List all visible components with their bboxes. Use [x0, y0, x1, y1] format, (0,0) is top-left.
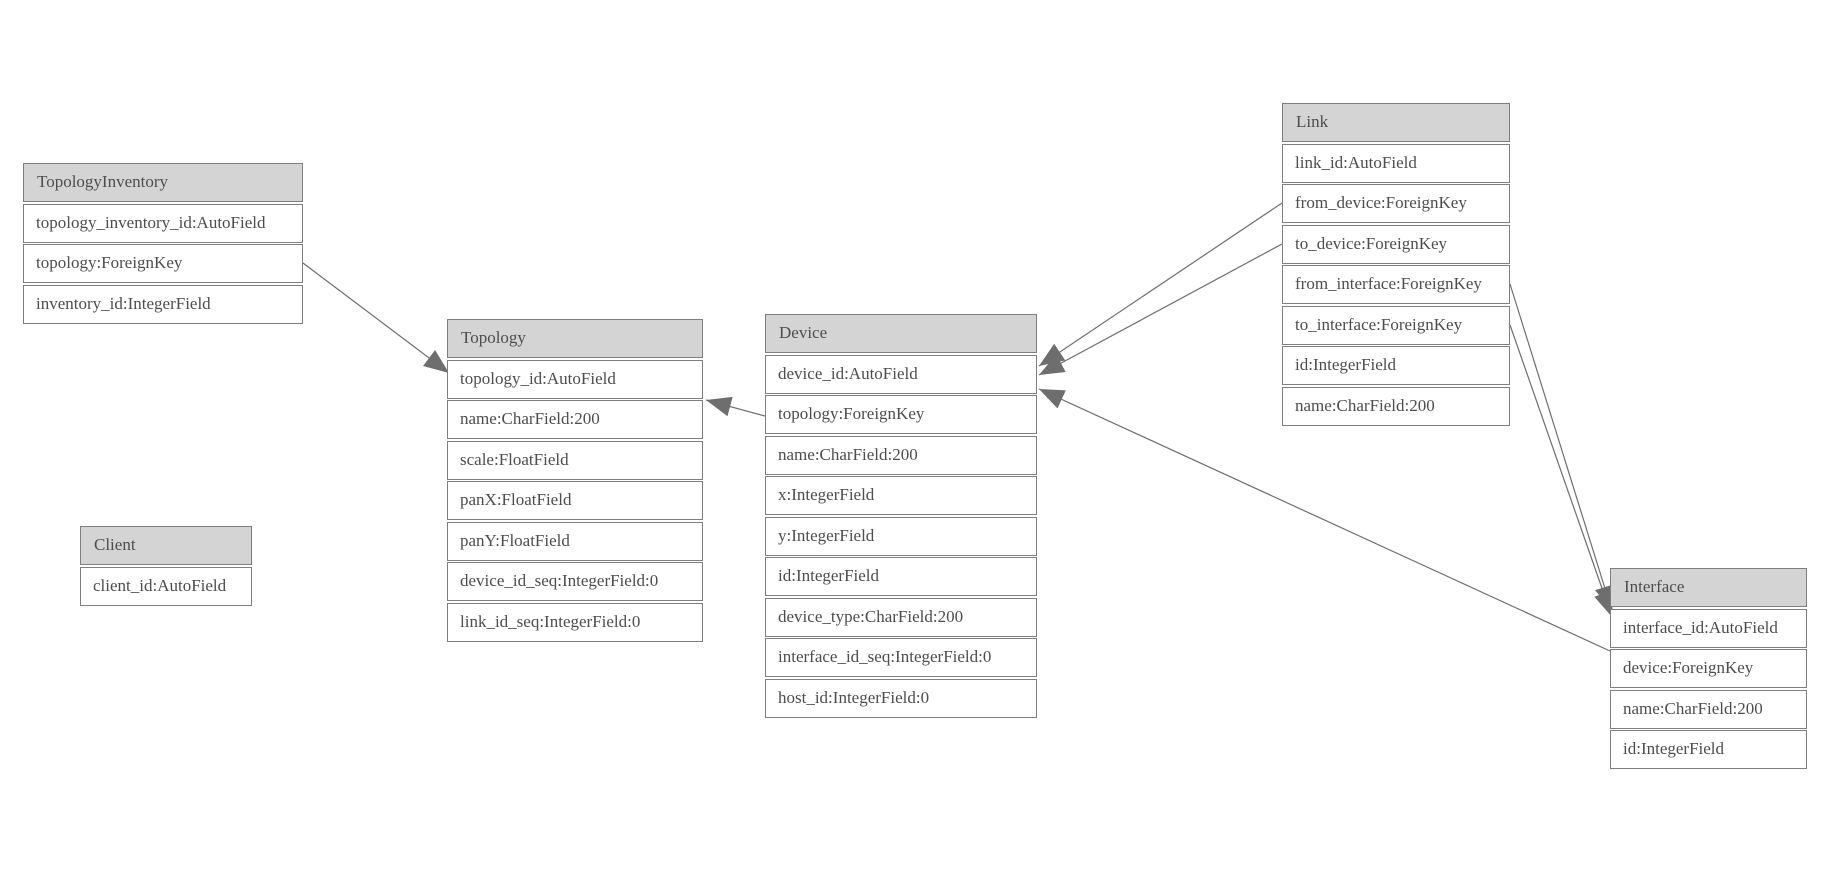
edge-link-from_device-to-device: [1038, 202, 1283, 367]
field-row: device_type:CharField:200: [765, 597, 1037, 637]
entity-interface-header: Interface: [1610, 568, 1807, 607]
field-row: from_interface:ForeignKey: [1282, 265, 1510, 304]
field-row: topology:ForeignKey: [23, 244, 303, 283]
field-row: topology_id:AutoField: [447, 359, 703, 399]
field-row: id:IntegerField: [1282, 346, 1510, 385]
field-row: device:ForeignKey: [1610, 649, 1807, 688]
entity-topologyinventory-header: TopologyInventory: [23, 163, 303, 202]
field-row: panX:FloatField: [447, 481, 703, 520]
entity-client-header: Client: [80, 526, 252, 565]
field-row: scale:FloatField: [447, 440, 703, 480]
field-row: id:IntegerField: [765, 557, 1037, 596]
entity-client: Client client_id:AutoField: [80, 526, 252, 606]
entity-device: Device device_id:AutoField topology:Fore…: [765, 314, 1037, 718]
field-row: device_id_seq:IntegerField:0: [447, 562, 703, 601]
field-row: topology_inventory_id:AutoField: [23, 203, 303, 243]
entity-link-header: Link: [1282, 103, 1510, 142]
field-row: device_id:AutoField: [765, 354, 1037, 394]
entity-topology-header: Topology: [447, 319, 703, 358]
field-row: name:CharField:200: [765, 435, 1037, 475]
field-row: link_id:AutoField: [1282, 143, 1510, 183]
field-row: interface_id:AutoField: [1610, 608, 1807, 648]
field-row: link_id_seq:IntegerField:0: [447, 602, 703, 642]
edge-device-topology-to-topology: [705, 396, 766, 417]
field-row: id:IntegerField: [1610, 730, 1807, 769]
edge-link-to_interface-to-interface: [1509, 324, 1614, 618]
field-row: y:IntegerField: [765, 516, 1037, 556]
edge-topologyinventory-topology-to-topology: [302, 262, 450, 374]
field-row: name:CharField:200: [447, 400, 703, 439]
field-row: to_device:ForeignKey: [1282, 224, 1510, 264]
field-row: from_device:ForeignKey: [1282, 184, 1510, 223]
edge-interface-device-to-device: [1038, 388, 1611, 652]
entity-link: Link link_id:AutoField from_device:Forei…: [1282, 103, 1510, 426]
field-row: topology:ForeignKey: [765, 395, 1037, 434]
field-row: host_id:IntegerField:0: [765, 678, 1037, 718]
field-row: panY:FloatField: [447, 521, 703, 561]
field-row: client_id:AutoField: [80, 566, 252, 606]
field-row: inventory_id:IntegerField: [23, 284, 303, 324]
edge-link-to_device-to-device: [1038, 243, 1283, 376]
field-row: name:CharField:200: [1610, 689, 1807, 729]
entity-device-header: Device: [765, 314, 1037, 353]
entity-interface: Interface interface_id:AutoField device:…: [1610, 568, 1807, 769]
field-row: x:IntegerField: [765, 476, 1037, 515]
field-row: to_interface:ForeignKey: [1282, 305, 1510, 345]
entity-topologyinventory: TopologyInventory topology_inventory_id:…: [23, 163, 303, 324]
edge-link-from_interface-to-interface: [1509, 283, 1615, 612]
field-row: name:CharField:200: [1282, 386, 1510, 426]
entity-topology: Topology topology_id:AutoField name:Char…: [447, 319, 703, 642]
field-row: interface_id_seq:IntegerField:0: [765, 638, 1037, 677]
